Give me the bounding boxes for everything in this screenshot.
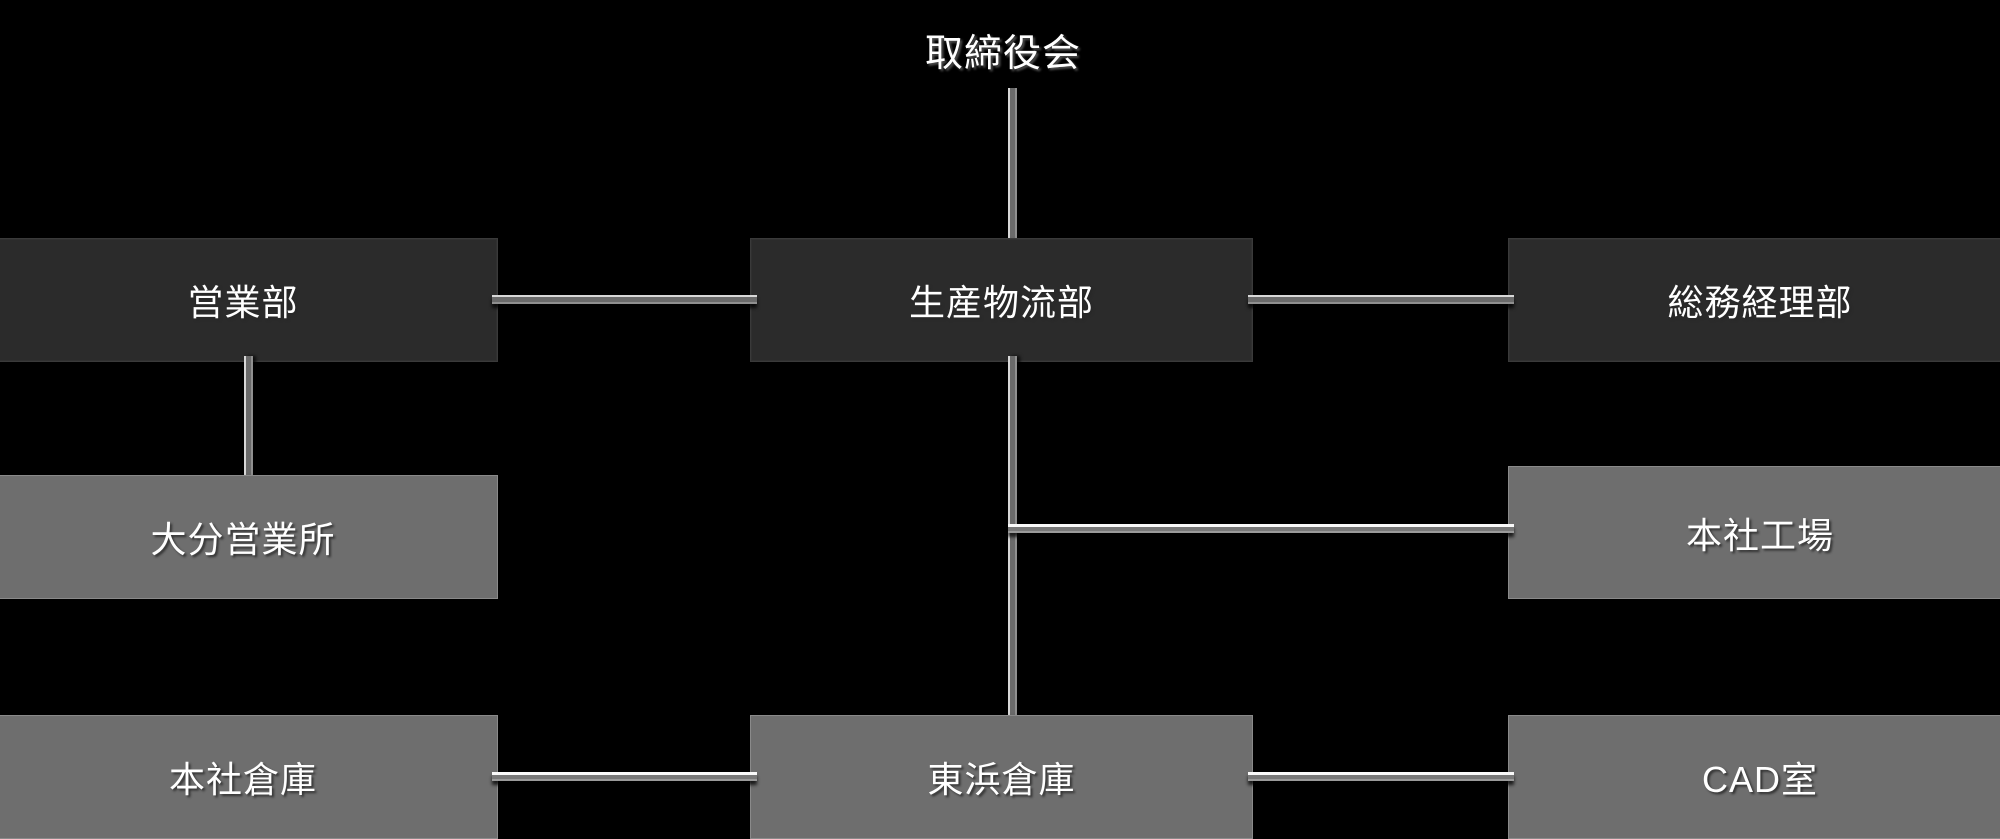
connector-sales-to-production [492, 295, 757, 304]
node-production-logistics-department-label: 生産物流部 [908, 282, 1094, 323]
node-headquarters-factory-label: 本社工場 [1685, 514, 1834, 556]
node-oita-sales-office-label: 大分営業所 [150, 519, 336, 560]
node-cad-room-label: CAD室 [1701, 759, 1818, 800]
node-higashihama-warehouse-label: 東浜倉庫 [927, 759, 1076, 800]
node-production-logistics-department[interactable]: 生産物流部 [750, 238, 1253, 362]
node-oita-sales-office[interactable]: 大分営業所 [0, 475, 498, 599]
connector-headquarters-warehouse-to-higashihama [492, 772, 757, 781]
node-headquarters-warehouse[interactable]: 本社倉庫 [0, 715, 498, 839]
connector-production-to-admin [1248, 295, 1514, 304]
node-higashihama-warehouse[interactable]: 東浜倉庫 [750, 715, 1253, 839]
connector-board-to-production [1008, 88, 1017, 240]
node-headquarters-warehouse-label: 本社倉庫 [168, 759, 317, 800]
connector-sales-to-oita [244, 356, 253, 480]
connector-higashihama-to-cad-room [1248, 772, 1514, 781]
node-general-affairs-accounting-department[interactable]: 総務経理部 [1508, 238, 2000, 362]
connector-production-trunk-vertical [1008, 356, 1017, 722]
node-sales-department[interactable]: 営業部 [0, 238, 498, 362]
node-sales-department-label: 営業部 [187, 282, 299, 323]
connector-production-to-headquarters-factory [1008, 524, 1514, 533]
node-general-affairs-accounting-department-label: 総務経理部 [1667, 282, 1853, 323]
node-cad-room[interactable]: CAD室 [1508, 715, 2000, 839]
chart-title: 取締役会 [925, 33, 1082, 75]
node-headquarters-factory[interactable]: 本社工場 [1508, 466, 2000, 599]
